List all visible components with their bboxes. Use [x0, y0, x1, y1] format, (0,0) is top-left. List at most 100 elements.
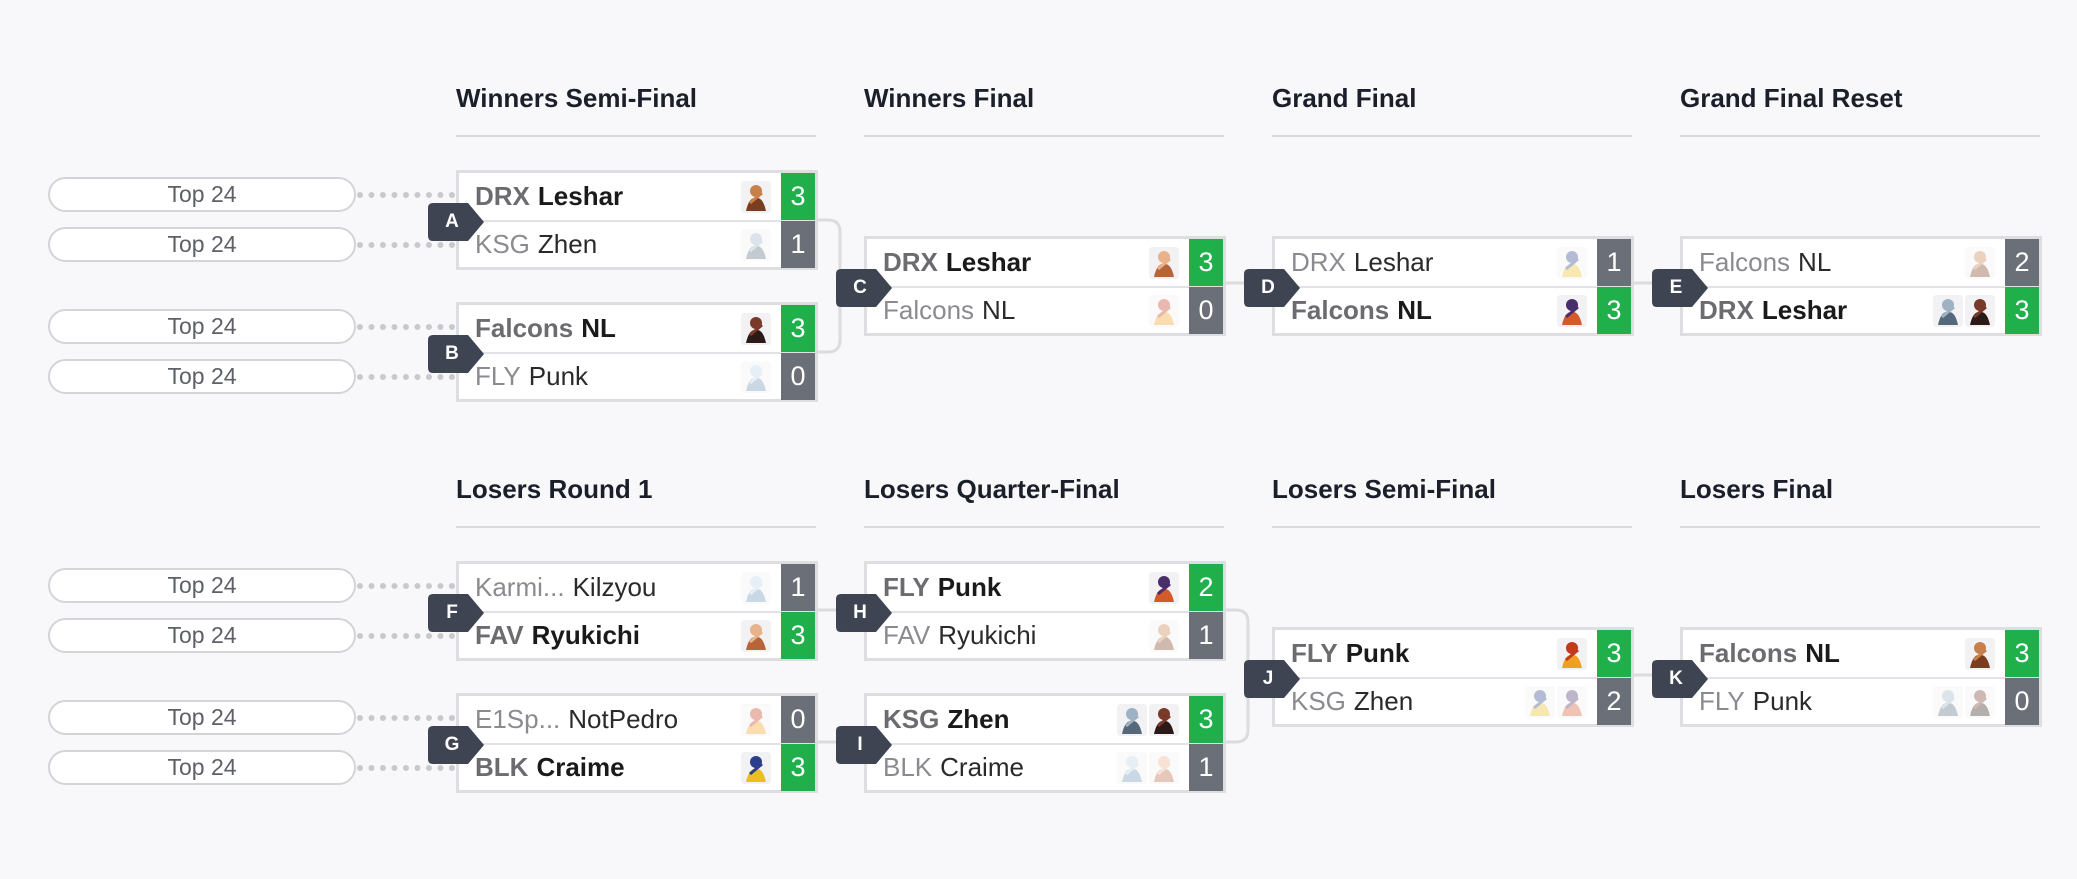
- character-icon: [741, 704, 771, 736]
- seed-pill[interactable]: Top 24: [48, 700, 356, 735]
- match-identifier-badge[interactable]: F: [428, 594, 486, 632]
- seed-pill[interactable]: Top 24: [48, 568, 356, 603]
- score-box: 2: [1189, 564, 1223, 611]
- player-gamertag: NotPedro: [568, 704, 679, 734]
- character-icon: [741, 620, 771, 652]
- match-identifier-badge[interactable]: J: [1244, 660, 1302, 698]
- score-box: 3: [781, 612, 815, 659]
- badge-shape: [428, 726, 484, 764]
- match-identifier-badge[interactable]: C: [836, 269, 894, 307]
- seed-pill[interactable]: Top 24: [48, 177, 356, 212]
- header-losers-quarter-final: Losers Quarter-Final: [864, 444, 1224, 528]
- seed-pill[interactable]: Top 24: [48, 750, 356, 785]
- match-identifier-badge[interactable]: G: [428, 726, 486, 764]
- round-title: Losers Round 1: [456, 474, 653, 504]
- team-tag: DRX: [1699, 295, 1754, 325]
- player-gamertag: Punk: [1345, 638, 1410, 668]
- player-gamertag: Ryukichi: [938, 620, 1037, 650]
- character-icon: [1965, 686, 1995, 718]
- seed-connector: [357, 715, 455, 721]
- player-row[interactable]: E1Sp...NotPedro 0: [459, 696, 815, 745]
- player-gamertag: Zhen: [947, 704, 1010, 734]
- team-tag: E1Sp...: [475, 704, 561, 734]
- character-icons: [1525, 686, 1587, 718]
- match-identifier-badge[interactable]: K: [1652, 660, 1710, 698]
- character-icons: [1557, 295, 1587, 327]
- badge-shape: [836, 726, 892, 764]
- connector-b-c: [817, 310, 842, 354]
- match-label: G: [444, 734, 460, 755]
- character-icons: [741, 752, 771, 784]
- score-box: 3: [1597, 630, 1631, 677]
- score-box: 1: [781, 221, 815, 268]
- player-gamertag: Ryukichi: [531, 620, 641, 650]
- player-gamertag: Leshar: [537, 181, 624, 211]
- header-grand-final: Grand Final: [1272, 53, 1632, 137]
- player-gamertag: NL: [1805, 638, 1840, 668]
- character-icons: [1965, 638, 1995, 670]
- header-winners-final: Winners Final: [864, 53, 1224, 137]
- match-identifier-badge[interactable]: I: [836, 726, 894, 764]
- seed-pill[interactable]: Top 24: [48, 359, 356, 394]
- match-identifier-badge[interactable]: B: [428, 335, 486, 373]
- character-icons: [1933, 295, 1995, 327]
- seed-pill[interactable]: Top 24: [48, 618, 356, 653]
- character-icon: [741, 229, 771, 261]
- match-identifier-badge[interactable]: A: [428, 203, 486, 241]
- character-icon: [1933, 686, 1963, 718]
- player-gamertag: NL: [581, 313, 616, 343]
- match-identifier-badge[interactable]: E: [1652, 269, 1710, 307]
- match-identifier-badge[interactable]: D: [1244, 269, 1302, 307]
- badge-shape: [1244, 660, 1300, 698]
- player-row[interactable]: Karmi...Kilzyou 1: [459, 564, 815, 613]
- round-title: Losers Quarter-Final: [864, 474, 1120, 504]
- seed-pill[interactable]: Top 24: [48, 309, 356, 344]
- character-icon: [1149, 295, 1179, 327]
- seed-pill[interactable]: Top 24: [48, 227, 356, 262]
- character-icon: [1557, 638, 1587, 670]
- connector-h-j: [1225, 608, 1250, 640]
- character-icons: [741, 313, 771, 345]
- score-box: 1: [1597, 239, 1631, 286]
- team-tag: BLK: [883, 752, 933, 782]
- player-gamertag: Punk: [1752, 686, 1813, 716]
- match-identifier-badge[interactable]: H: [836, 594, 894, 632]
- match-label: B: [445, 343, 459, 364]
- player-gamertag: Leshar: [1353, 247, 1434, 277]
